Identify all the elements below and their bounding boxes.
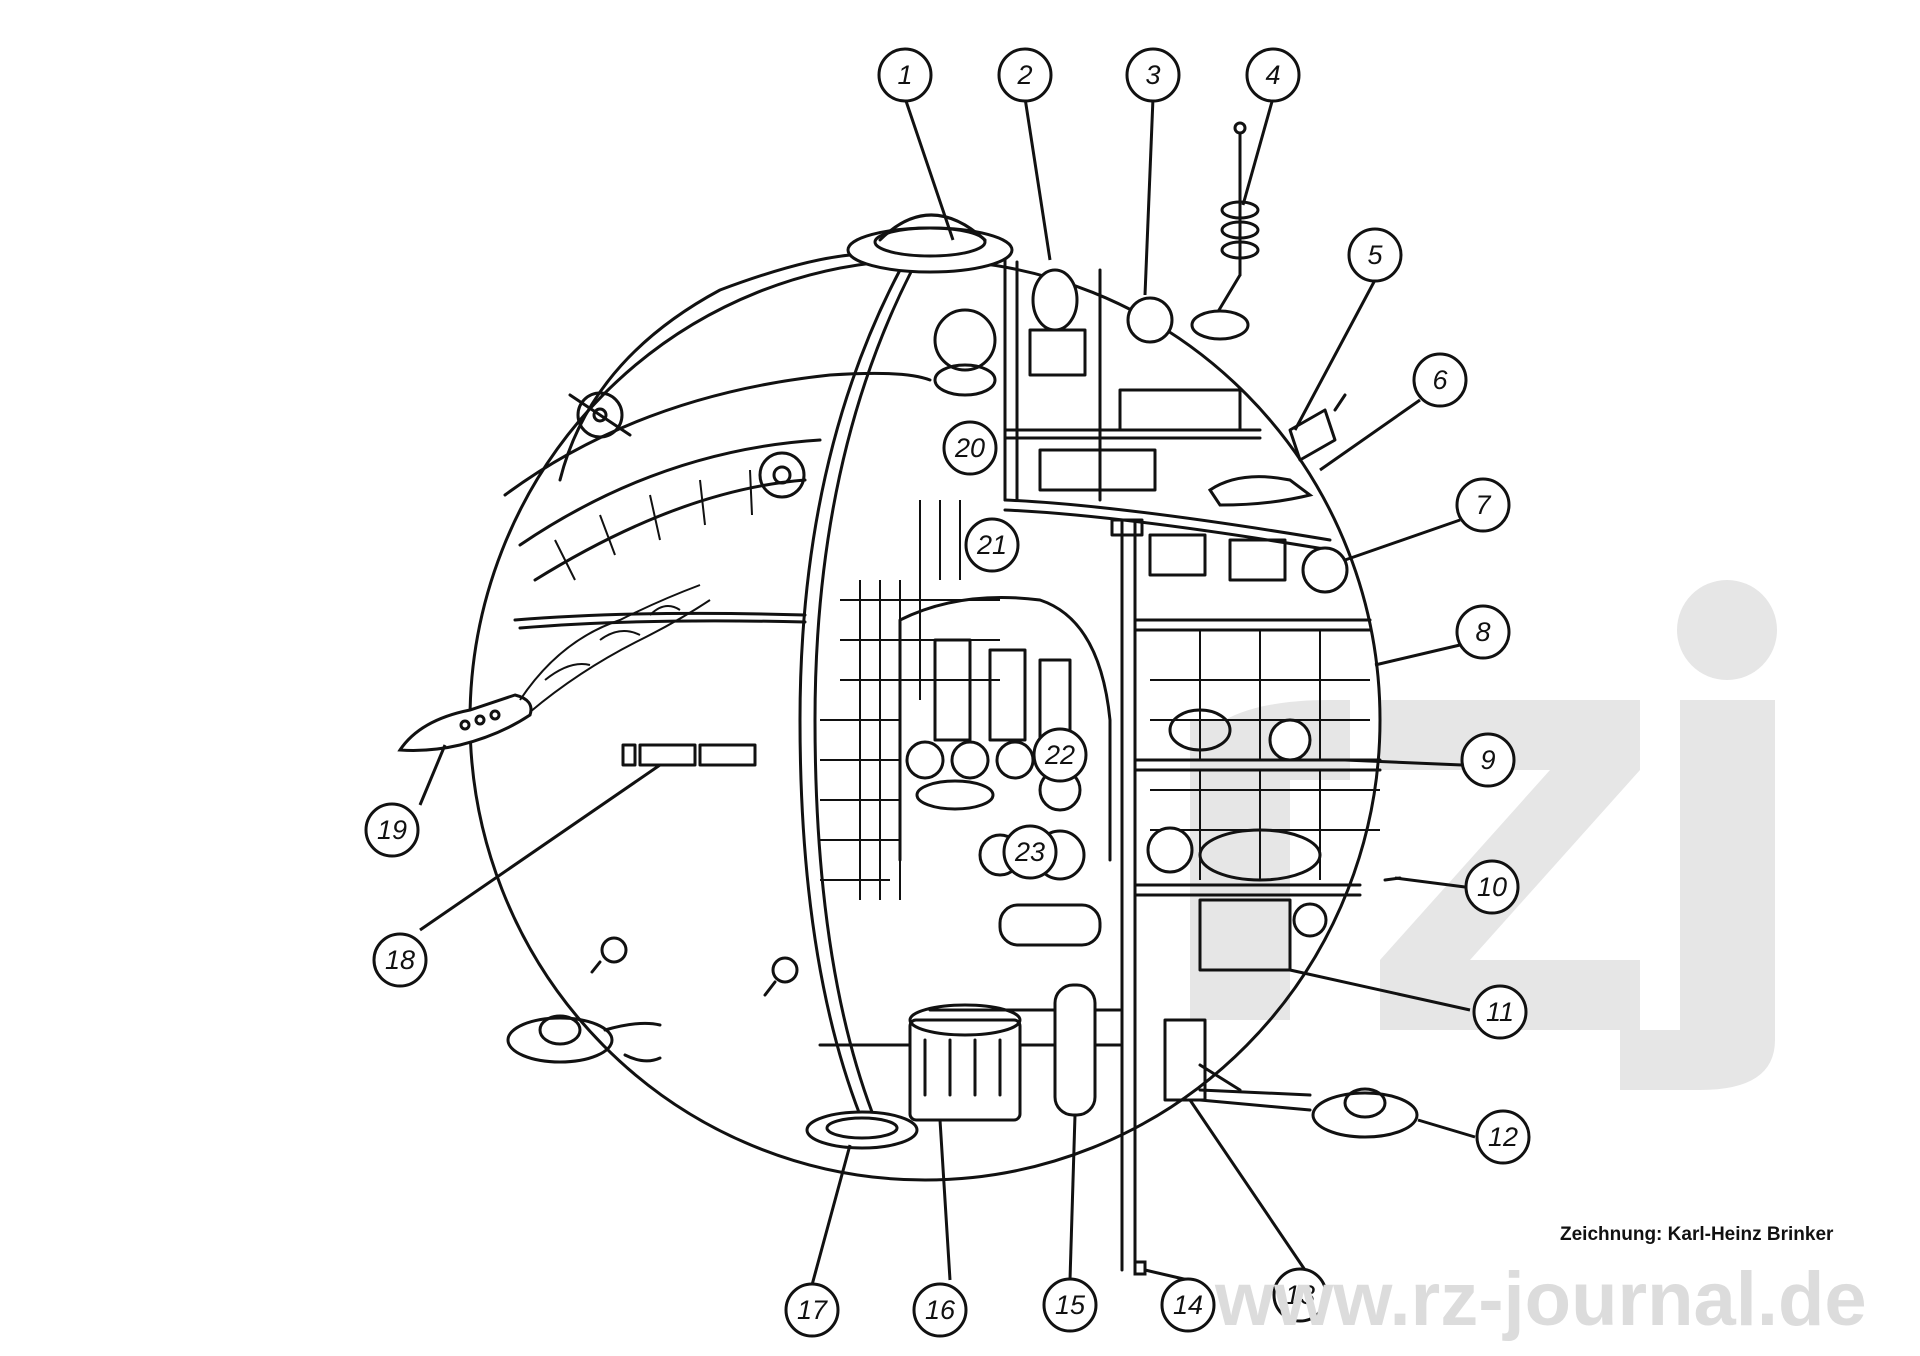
- callout-label-5: 5: [1367, 240, 1383, 270]
- antenna-mast: [1190, 121, 1260, 341]
- space-station-hull: [468, 253, 1382, 1182]
- callout-circle-19: [364, 802, 420, 858]
- callout-label-2: 2: [1016, 60, 1032, 90]
- callout-circle-16: [912, 1282, 968, 1338]
- callout-label-3: 3: [1145, 60, 1160, 90]
- callout-circle-7: [1455, 477, 1511, 533]
- callout-label-13: 13: [1285, 1280, 1315, 1310]
- callout-label-14: 14: [1173, 1290, 1203, 1320]
- watermark-url: www.rz-journal.de: [1214, 1257, 1867, 1342]
- callout-label-17: 17: [797, 1295, 828, 1325]
- callout-circle-22: [1032, 727, 1088, 783]
- callout-circle-4: [1245, 47, 1301, 103]
- shuttle-craft: [397, 584, 711, 752]
- callout-label-1: 1: [897, 60, 912, 90]
- cutaway-interior: [798, 213, 1382, 1276]
- callout-label-21: 21: [976, 530, 1007, 560]
- callout-circle-1: [877, 47, 933, 103]
- callout-label-12: 12: [1488, 1122, 1518, 1152]
- callout-circle-15: [1042, 1277, 1098, 1333]
- callout-circle-18: [372, 932, 428, 988]
- callout-circle-9: [1460, 732, 1516, 788]
- callout-circle-10: [1464, 859, 1520, 915]
- callout-label-6: 6: [1432, 365, 1448, 395]
- callout-label-23: 23: [1014, 837, 1045, 867]
- callout-label-11: 11: [1486, 997, 1514, 1027]
- callout-leaders: [418, 97, 1476, 1286]
- callout-circle-2: [997, 47, 1053, 103]
- callout-label-4: 4: [1265, 60, 1280, 90]
- callout-circle-6: [1412, 352, 1468, 408]
- callout-label-15: 15: [1055, 1290, 1086, 1320]
- callout-label-19: 19: [377, 815, 407, 845]
- callout-circle-5: [1347, 227, 1403, 283]
- drawing-credit: Zeichnung: Karl-Heinz Brinker: [1560, 1224, 1834, 1245]
- callout-circle-11: [1472, 984, 1528, 1040]
- callout-circle-12: [1475, 1109, 1531, 1165]
- callout-circle-21: [964, 517, 1020, 573]
- exterior-fittings: [1163, 393, 1419, 1139]
- callout-label-7: 7: [1475, 490, 1491, 520]
- callout-label-10: 10: [1477, 872, 1507, 902]
- callout-label-20: 20: [954, 433, 985, 463]
- callout-circle-23: [1002, 824, 1058, 880]
- callout-circle-3: [1125, 47, 1181, 103]
- callout-circle-8: [1455, 604, 1511, 660]
- callout-circle-14: [1160, 1277, 1216, 1333]
- callout-label-9: 9: [1480, 745, 1495, 775]
- callout-label-16: 16: [925, 1295, 956, 1325]
- callout-label-18: 18: [385, 945, 415, 975]
- callout-circle-20: [942, 420, 998, 476]
- callout-label-8: 8: [1475, 617, 1490, 647]
- callout-circle-17: [784, 1282, 840, 1338]
- callout-circle-13: [1272, 1267, 1328, 1323]
- callout-label-22: 22: [1044, 740, 1075, 770]
